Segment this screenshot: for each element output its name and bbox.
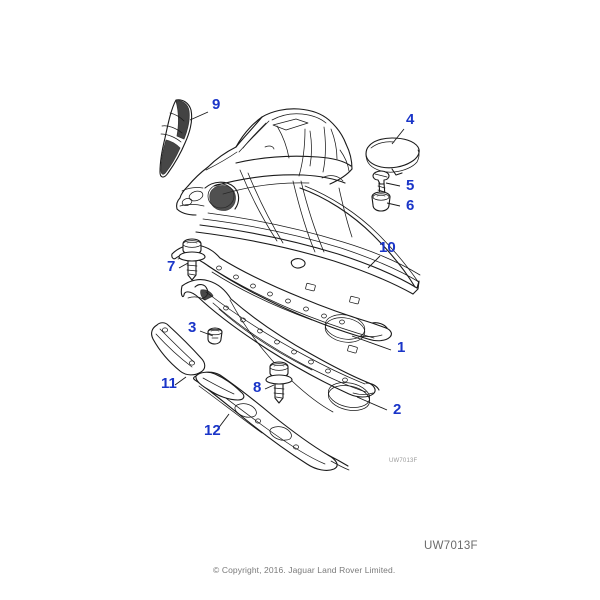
callout-7: 7 xyxy=(167,258,175,275)
callout-2: 2 xyxy=(393,401,401,418)
callout-10: 10 xyxy=(379,239,396,256)
copyright-notice: © Copyright, 2016. Jaguar Land Rover Lim… xyxy=(213,565,396,575)
part-11-shape xyxy=(151,322,206,376)
callout-group: 1 2 3 4 5 6 7 8 9 10 11 12 xyxy=(161,96,415,439)
part-7-shape xyxy=(178,238,206,281)
callout-6: 6 xyxy=(406,197,414,214)
callout-9: 9 xyxy=(212,96,220,113)
leader-2 xyxy=(356,396,388,411)
vehicle-illustration xyxy=(176,108,353,253)
leader-12 xyxy=(216,413,230,431)
leader-10 xyxy=(367,255,381,269)
callout-5: 5 xyxy=(406,177,414,194)
callout-12: 12 xyxy=(204,422,221,439)
diagram-watermark: UW7013F xyxy=(389,458,418,464)
part-6-shape xyxy=(371,191,391,212)
leader-3 xyxy=(199,330,214,337)
callout-11: 11 xyxy=(161,375,177,392)
callout-3: 3 xyxy=(188,319,196,336)
leader-9 xyxy=(189,111,209,121)
part-3-shape xyxy=(207,327,223,345)
part-12-shape xyxy=(193,371,350,471)
leader-11 xyxy=(174,376,187,386)
part-4-shape xyxy=(365,137,420,176)
leader-6 xyxy=(386,202,401,207)
leader-1 xyxy=(351,335,392,351)
part-2-shape xyxy=(180,279,380,413)
leader-5 xyxy=(385,182,401,187)
callout-4: 4 xyxy=(406,111,415,128)
leader-7 xyxy=(178,262,189,269)
part-number-label: UW7013F xyxy=(424,540,478,552)
callout-8: 8 xyxy=(253,379,261,396)
part-8-shape xyxy=(265,361,293,404)
leader-4 xyxy=(391,128,405,145)
part-9-shape xyxy=(159,99,193,178)
callout-1: 1 xyxy=(397,339,405,356)
leader-8 xyxy=(264,384,275,390)
part-10-shape xyxy=(195,185,421,295)
